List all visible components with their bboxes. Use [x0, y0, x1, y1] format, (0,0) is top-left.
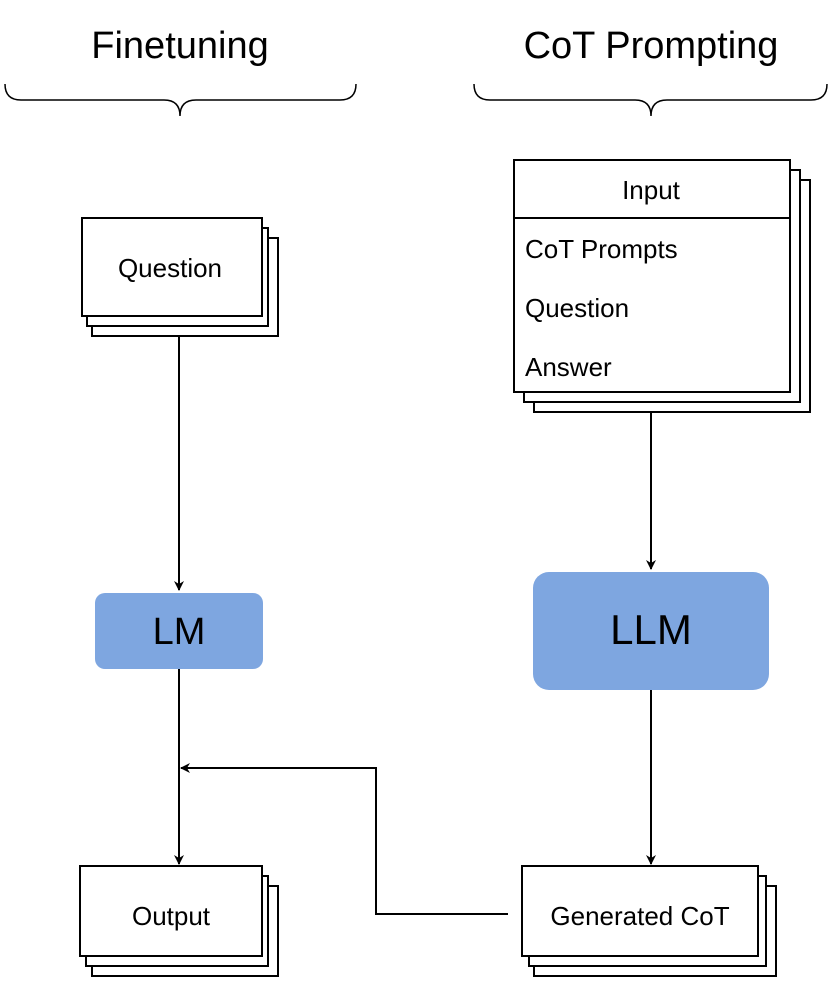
question-label: Question	[118, 253, 222, 283]
output-doc-stack: Output	[79, 865, 279, 977]
brace-cot-prompting	[473, 83, 828, 117]
arrow-generated-cot-to-lm-output	[180, 763, 508, 915]
question-doc-stack: Question	[81, 217, 279, 337]
generated-cot-doc-stack: Generated CoT	[521, 865, 777, 977]
input-row-cot-prompts: CoT Prompts	[525, 234, 678, 264]
input-row-answer: Answer	[525, 352, 612, 382]
input-row-question: Question	[525, 293, 629, 323]
lm-label: LM	[153, 611, 206, 653]
section-title-finetuning: Finetuning	[91, 25, 268, 67]
input-header-label: Input	[622, 175, 681, 205]
section-title-cot-prompting: CoT Prompting	[524, 25, 779, 67]
input-doc-stack: Input CoT Prompts Question Answer	[513, 159, 811, 413]
llm-node: LLM	[533, 572, 769, 690]
lm-node: LM	[95, 593, 263, 669]
generated-cot-label: Generated CoT	[550, 901, 729, 931]
brace-finetuning	[4, 83, 357, 117]
output-label: Output	[132, 901, 211, 931]
llm-label: LLM	[610, 606, 692, 653]
